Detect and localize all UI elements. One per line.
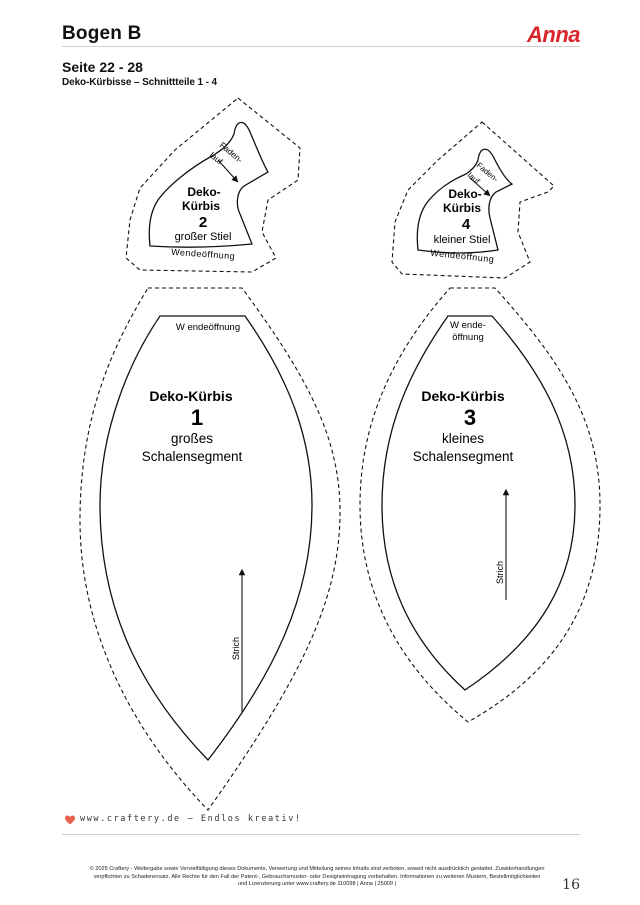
- piece-3-desc-2: Schalensegment: [413, 449, 514, 464]
- piece-4-description: kleiner Stiel: [434, 234, 491, 246]
- piece-2-opening-label: Wendeöffnung: [171, 247, 236, 261]
- piece-3-opening-label-1: W ende-: [450, 320, 486, 331]
- piece-2-name-2: Kürbis: [182, 199, 220, 213]
- piece-3-number: 3: [464, 405, 476, 430]
- pattern-piece-1: Strich W endeöffnung Deko-Kürbis 1 große…: [79, 287, 341, 811]
- piece-1-outline: [99, 315, 313, 761]
- piece-3-grain-label: Strich: [495, 561, 505, 584]
- piece-3-opening-label-2: öffnung: [452, 332, 484, 343]
- brand-logo: Anna: [527, 22, 581, 47]
- footer-divider: [62, 834, 580, 835]
- pattern-caption: Deko-Kürbisse – Schnittteile 1 - 4: [62, 77, 217, 88]
- piece-4-name-1: Deko-: [448, 187, 481, 201]
- page-reference: Seite 22 - 28: [62, 59, 143, 75]
- piece-1-desc-2: Schalensegment: [142, 449, 243, 464]
- footer-legal-notice: © 2025 Craftery - Weitergabe sowie Vervi…: [62, 866, 572, 889]
- piece-4-opening-label: Wendeöffnung: [430, 248, 495, 265]
- piece-4-seam-allowance: [391, 121, 555, 279]
- piece-4-grain-arrow: [469, 177, 491, 197]
- piece-2-grain-arrow: [217, 159, 239, 183]
- piece-4-outline: [416, 148, 514, 254]
- heart-icon: [65, 815, 75, 825]
- pattern-piece-4: Faden- lauf Deko- Kürbis 4 kleiner Stiel…: [391, 121, 555, 279]
- piece-1-number: 1: [191, 405, 203, 430]
- header-divider: [62, 46, 580, 47]
- legal-line-3: und Lizenzierung unter www.craftery.de 1…: [237, 881, 397, 888]
- piece-3-name: Deko-Kürbis: [421, 388, 504, 404]
- footer-tagline: www.craftery.de – Endlos kreativ!: [80, 814, 302, 824]
- pattern-piece-3: Strich W ende- öffnung Deko-Kürbis 3 kle…: [359, 287, 601, 723]
- legal-line-1: © 2025 Craftery - Weitergabe sowie Vervi…: [89, 866, 545, 872]
- piece-2-description: großer Stiel: [175, 231, 232, 243]
- piece-2-name-1: Deko-: [187, 185, 220, 199]
- piece-2-outline: [148, 121, 269, 248]
- piece-1-opening-label: W endeöffnung: [176, 322, 240, 333]
- page-number: 16: [562, 877, 580, 893]
- pattern-piece-2: Faden- lauf Deko- Kürbis 2 großer Stiel …: [125, 97, 301, 273]
- legal-line-2: verpflichten zu Schadenersatz. Alle Rech…: [93, 873, 541, 880]
- piece-1-name: Deko-Kürbis: [149, 388, 232, 404]
- piece-3-desc-1: kleines: [442, 431, 484, 446]
- piece-1-grain-label: Strich: [231, 637, 241, 660]
- piece-2-number: 2: [199, 214, 207, 231]
- piece-3-outline: [381, 315, 576, 691]
- piece-1-seam-allowance: [79, 287, 341, 811]
- sheet-title: Bogen B: [62, 23, 142, 44]
- piece-4-number: 4: [462, 216, 471, 233]
- piece-1-desc-1: großes: [171, 431, 213, 446]
- piece-3-seam-allowance: [359, 287, 601, 723]
- piece-4-name-2: Kürbis: [443, 201, 481, 215]
